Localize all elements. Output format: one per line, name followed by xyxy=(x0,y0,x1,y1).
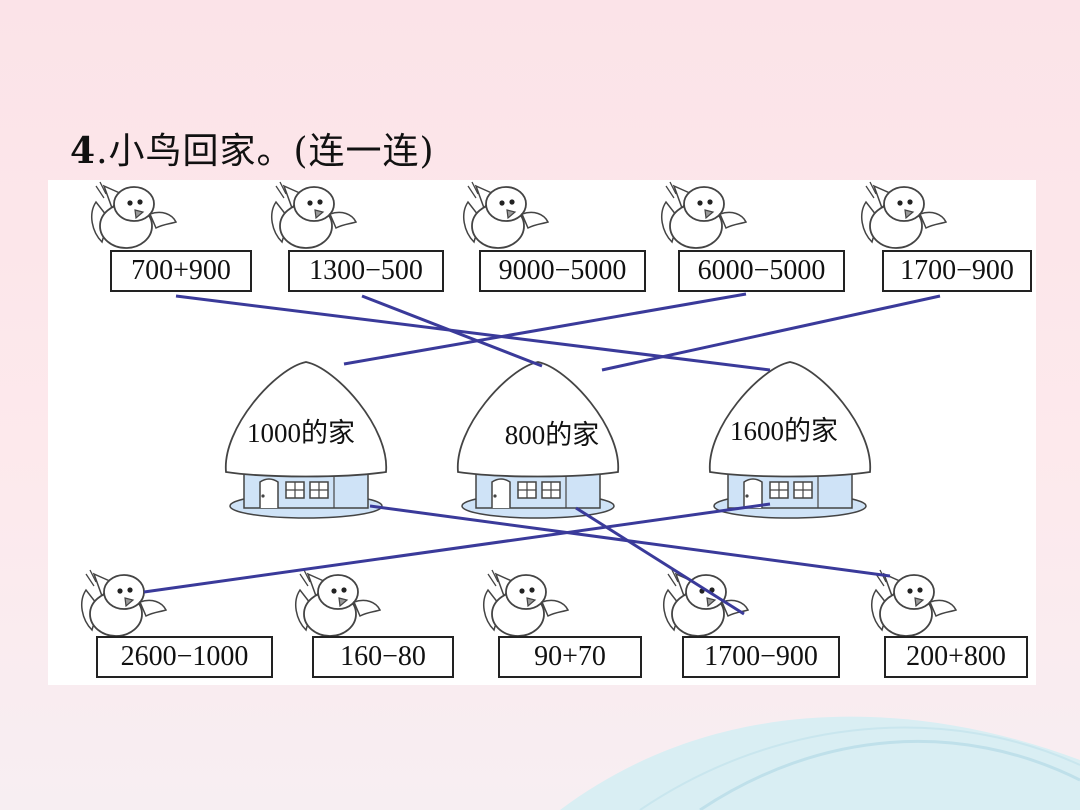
bottom-expression-box[interactable]: 90+70 xyxy=(498,636,642,678)
bird-icon xyxy=(462,181,549,249)
top-expression-box[interactable]: 6000−5000 xyxy=(678,250,845,292)
bottom-expression-box[interactable]: 2600−1000 xyxy=(96,636,273,678)
house-label-1000: 1000的家 xyxy=(247,418,355,448)
top-expression-box[interactable]: 700+900 xyxy=(110,250,252,292)
question-number: 4 xyxy=(70,130,97,172)
bird-icon xyxy=(660,181,747,249)
bottom-expression-box[interactable]: 200+800 xyxy=(884,636,1028,678)
bird-icon xyxy=(482,569,569,637)
connection-line xyxy=(343,292,747,366)
bird-icon xyxy=(662,569,749,637)
connection-line xyxy=(601,294,941,372)
drawing-layer: 1000的家 800的家 1600的家 xyxy=(80,181,957,637)
connection-lines xyxy=(143,292,941,616)
bottom-expression-box[interactable]: 1700−900 xyxy=(682,636,840,678)
top-expression-box[interactable]: 1700−900 xyxy=(882,250,1032,292)
bottom-expression-box[interactable]: 160−80 xyxy=(312,636,454,678)
bird-icon xyxy=(270,181,357,249)
top-expression-box[interactable]: 9000−5000 xyxy=(479,250,646,292)
exercise-panel: 1000的家 800的家 1600的家 700+900 1300−500 900… xyxy=(48,180,1036,685)
connection-line xyxy=(361,294,543,368)
connection-line xyxy=(175,294,771,372)
question-text: .小鸟回家。(连一连) xyxy=(96,131,435,172)
bird-icon xyxy=(294,569,381,637)
house-label-1600: 1600的家 xyxy=(730,416,838,446)
top-expression-box[interactable]: 1300−500 xyxy=(288,250,444,292)
bird-icon xyxy=(870,569,957,637)
house-label-800: 800的家 xyxy=(505,420,600,450)
connection-line xyxy=(575,506,745,616)
question-title: 4.小鸟回家。(连一连) xyxy=(70,122,435,174)
bird-icon xyxy=(860,181,947,249)
connection-line xyxy=(143,502,771,594)
bird-icon xyxy=(90,181,177,249)
bird-icon xyxy=(80,569,167,637)
